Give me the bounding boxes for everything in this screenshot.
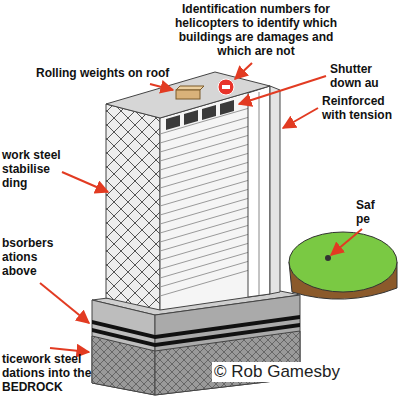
callout-label: work steel stabilise ding xyxy=(2,148,74,190)
rolling-weight-top xyxy=(176,86,204,90)
bedrock-foundation xyxy=(92,336,155,395)
base-left-face xyxy=(92,300,155,395)
lattice-stroke xyxy=(100,6,170,76)
reinforced-column xyxy=(248,86,270,297)
building-front-face xyxy=(160,86,270,310)
shutter xyxy=(202,105,216,120)
lattice-stroke xyxy=(100,0,170,48)
leader-arrow xyxy=(150,84,173,90)
callout-label: bsorbers ations above xyxy=(2,236,66,278)
safe-green-area xyxy=(289,232,397,292)
leader-lines xyxy=(40,63,362,352)
leader-arrow xyxy=(50,348,89,352)
safe-point-dot xyxy=(325,255,331,261)
rolling-weight xyxy=(176,90,200,99)
shutter xyxy=(184,110,198,125)
tension-cable xyxy=(259,92,260,295)
callout-label: Shutter down au xyxy=(330,62,392,90)
id-mark-symbol xyxy=(222,85,230,89)
lattice-stroke xyxy=(100,356,170,400)
lattice-stroke xyxy=(100,0,170,62)
callout-label: Identification numbers for helicopters t… xyxy=(160,2,352,58)
lattice-stroke xyxy=(100,370,170,400)
leader-arrow xyxy=(40,283,89,323)
floor-lines xyxy=(160,108,248,296)
lattice-stroke xyxy=(100,0,170,34)
reinforced-column-side xyxy=(270,86,280,294)
lattice-stroke xyxy=(100,342,170,400)
floor-line xyxy=(160,270,248,296)
leader-arrow xyxy=(239,76,326,104)
helicopter-id-mark xyxy=(218,79,234,95)
lattice-stroke xyxy=(100,0,170,6)
leader-arrow xyxy=(62,172,108,192)
leader-arrow xyxy=(283,108,318,128)
callout-label: Saf pe xyxy=(356,198,388,226)
shutter xyxy=(220,100,234,115)
lattice-stroke xyxy=(100,398,170,400)
lattice-stroke xyxy=(100,384,170,400)
leader-arrow xyxy=(235,63,252,79)
callout-label: Rolling weights on roof xyxy=(36,66,196,80)
leader-arrow xyxy=(331,229,362,255)
callout-label: ticework steel dations into the BEDROCK xyxy=(2,352,108,394)
lattice-stroke xyxy=(100,0,170,20)
shutter xyxy=(166,115,180,130)
lattice-stroke xyxy=(100,328,170,398)
lattice-stroke xyxy=(100,314,170,384)
callout-label: Reinforced with tension xyxy=(322,94,396,122)
lattice-stroke xyxy=(100,314,170,384)
watermark: © Rob Gamesby xyxy=(212,362,342,382)
